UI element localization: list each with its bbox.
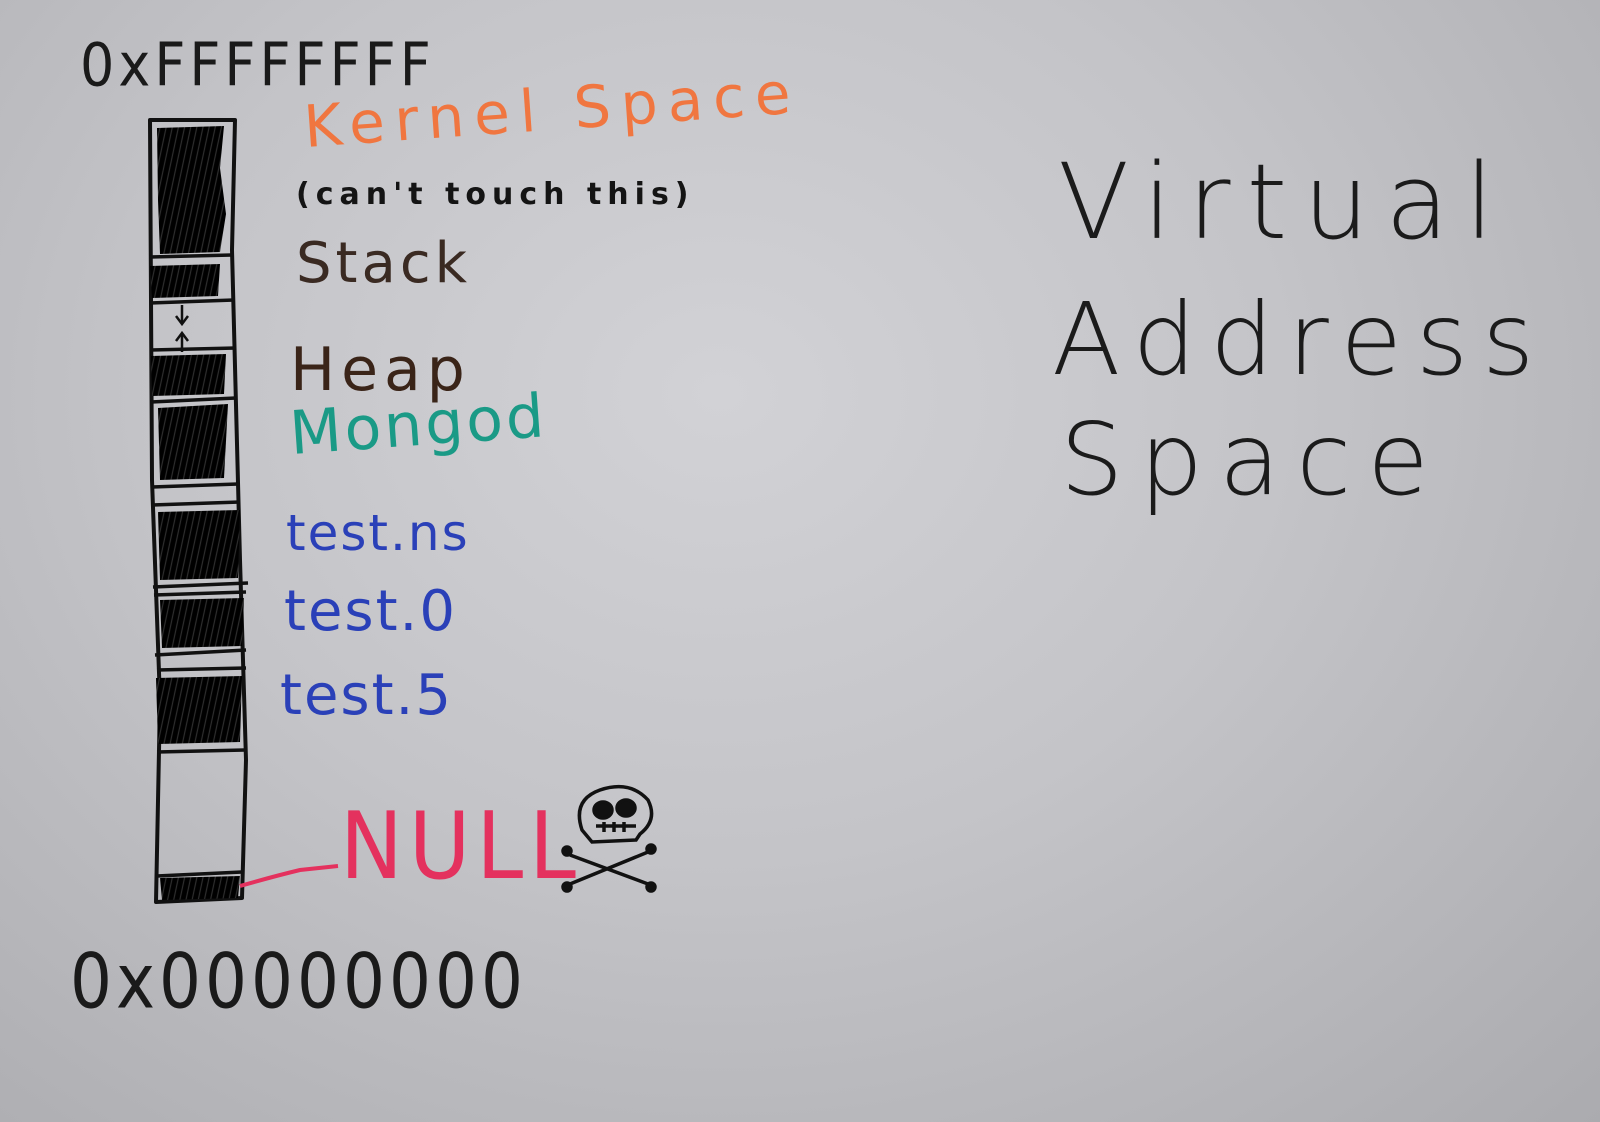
label-cant-touch-this: (can't touch this)	[296, 177, 695, 212]
title-line-virtual: Virtual	[1058, 141, 1510, 263]
label-null: NULL	[340, 792, 582, 901]
label-test-5: test.5	[280, 663, 453, 728]
label-stack: Stack	[296, 231, 472, 296]
label-mongod: Mongod	[287, 381, 550, 469]
address-bottom: 0x00000000	[70, 937, 527, 1026]
segment-mongod-fill	[158, 404, 228, 480]
label-heap: Heap	[290, 335, 471, 405]
skull-crossbones-icon	[561, 784, 657, 893]
title-line-space: Space	[1060, 401, 1445, 518]
segment-null-fill	[160, 876, 240, 900]
segment-test-5-fill	[156, 676, 242, 744]
arrow-up-icon	[175, 330, 189, 352]
column-dividers	[149, 253, 249, 878]
segment-kernel-fill	[157, 126, 226, 254]
label-test-0: test.0	[284, 579, 457, 644]
null-pointer-line	[239, 864, 339, 888]
label-test-ns: test.ns	[286, 504, 470, 562]
address-top: 0xFFFFFFFF	[80, 30, 435, 100]
memory-column-outline	[148, 118, 248, 904]
arrow-down-icon	[175, 305, 189, 327]
title-line-address: Address	[1052, 281, 1549, 398]
segment-test-ns-fill	[158, 510, 240, 580]
segment-test-0-fill	[160, 598, 244, 648]
segment-stack-fill	[150, 264, 220, 298]
segment-heap-fill	[151, 354, 226, 396]
